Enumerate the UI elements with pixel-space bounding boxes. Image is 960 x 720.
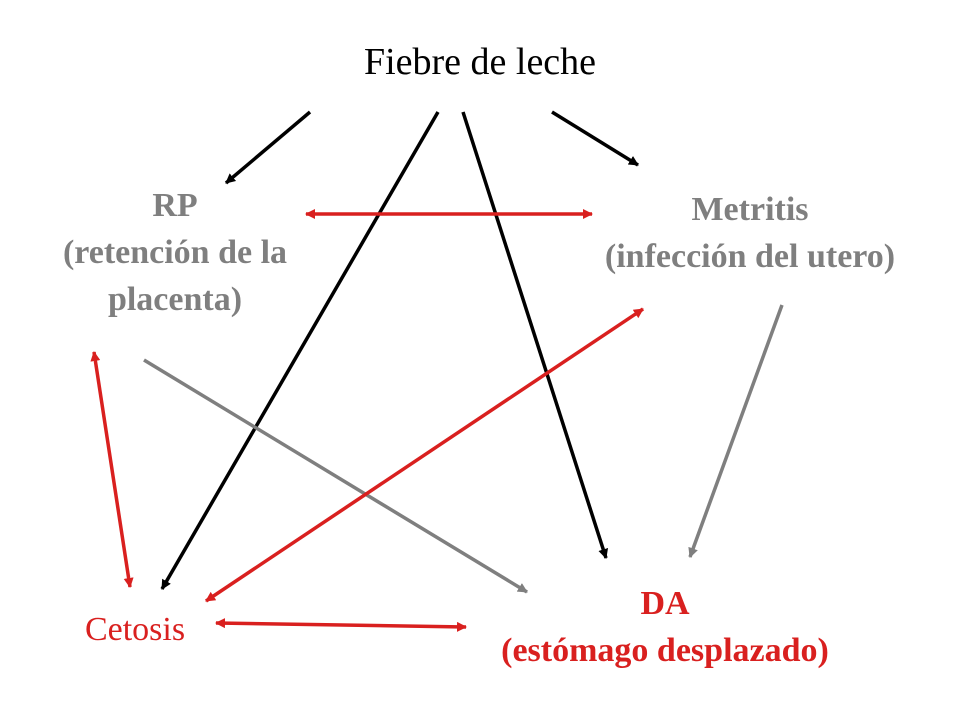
node-rp-subtitle-line2: placenta) [107,281,243,318]
node-rp-subtitle-line1: (retención de la [62,234,288,271]
arrow-fiebre-to-rp [224,110,312,185]
node-da-subtitle: (estómago desplazado) [501,632,829,669]
arrow-cetosis-metritis [205,307,644,603]
node-rp: RP (retención de la placenta) [20,182,330,323]
arrow-cetosis-da [215,618,467,632]
node-fiebre-label: Fiebre de leche [363,41,597,83]
node-da-title: DA [640,585,690,622]
node-fiebre-de-leche: Fiebre de leche [280,40,680,86]
node-metritis-subtitle: (infección del utero) [604,238,896,275]
node-cetosis: Cetosis [50,610,220,651]
node-metritis-title: Metritis [691,191,809,228]
arrow-fiebre-to-metritis [551,110,639,167]
arrow-rp-cetosis [90,351,134,588]
arrow-fiebre-to-da [461,111,609,559]
node-da: DA (estómago desplazado) [460,580,870,674]
node-rp-title: RP [152,187,198,224]
node-cetosis-label: Cetosis [84,611,186,648]
arrow-rp-to-da [143,358,528,594]
node-metritis: Metritis (infección del utero) [560,186,940,280]
arrow-metritis-to-da [688,304,784,558]
